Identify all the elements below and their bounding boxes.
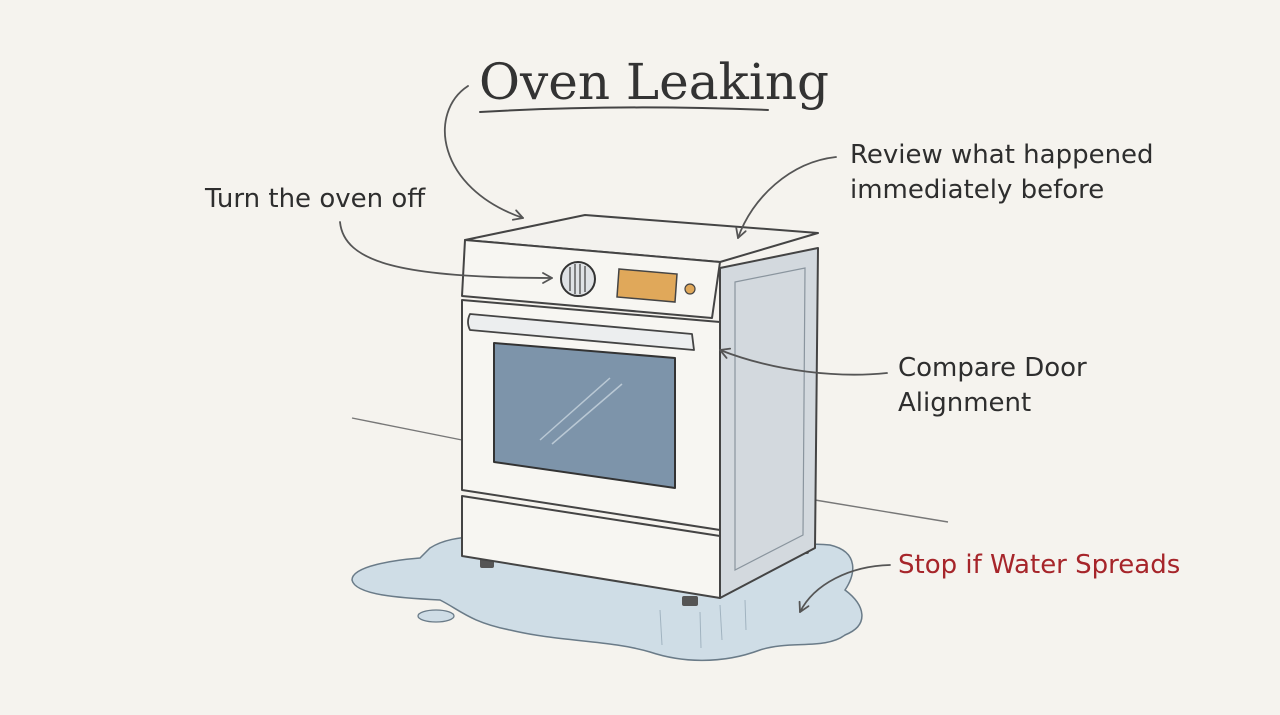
label-review-line-1: Review what happened xyxy=(850,140,1154,170)
floor-lines xyxy=(351,417,949,523)
label-door-line-2: Alignment xyxy=(898,388,1032,418)
label-turn-oven-off: Turn the oven off xyxy=(205,184,426,214)
label-review-line-2: immediately before xyxy=(850,175,1105,205)
label-stop-if-water-spreads: Stop if Water Spreads xyxy=(898,550,1181,580)
arrow-review xyxy=(735,156,837,239)
title-underline xyxy=(479,106,769,113)
indicator-light xyxy=(684,283,696,295)
label-door-line-1: Compare Door xyxy=(898,353,1087,383)
callout-arrows xyxy=(339,85,891,613)
oven-drawer xyxy=(461,495,721,599)
arrow-turn-off xyxy=(339,221,553,284)
label-compare-door-alignment: Compare Door Alignment xyxy=(898,351,1087,421)
oven-knob xyxy=(560,261,596,297)
page-title: Oven Leaking xyxy=(479,53,830,111)
label-review-what-happened: Review what happened immediately before xyxy=(850,138,1154,208)
door-handle xyxy=(467,313,695,351)
oven-display xyxy=(616,268,678,303)
arrow-stop xyxy=(798,564,891,613)
arrow-title xyxy=(444,85,524,221)
arrow-door xyxy=(719,347,888,376)
